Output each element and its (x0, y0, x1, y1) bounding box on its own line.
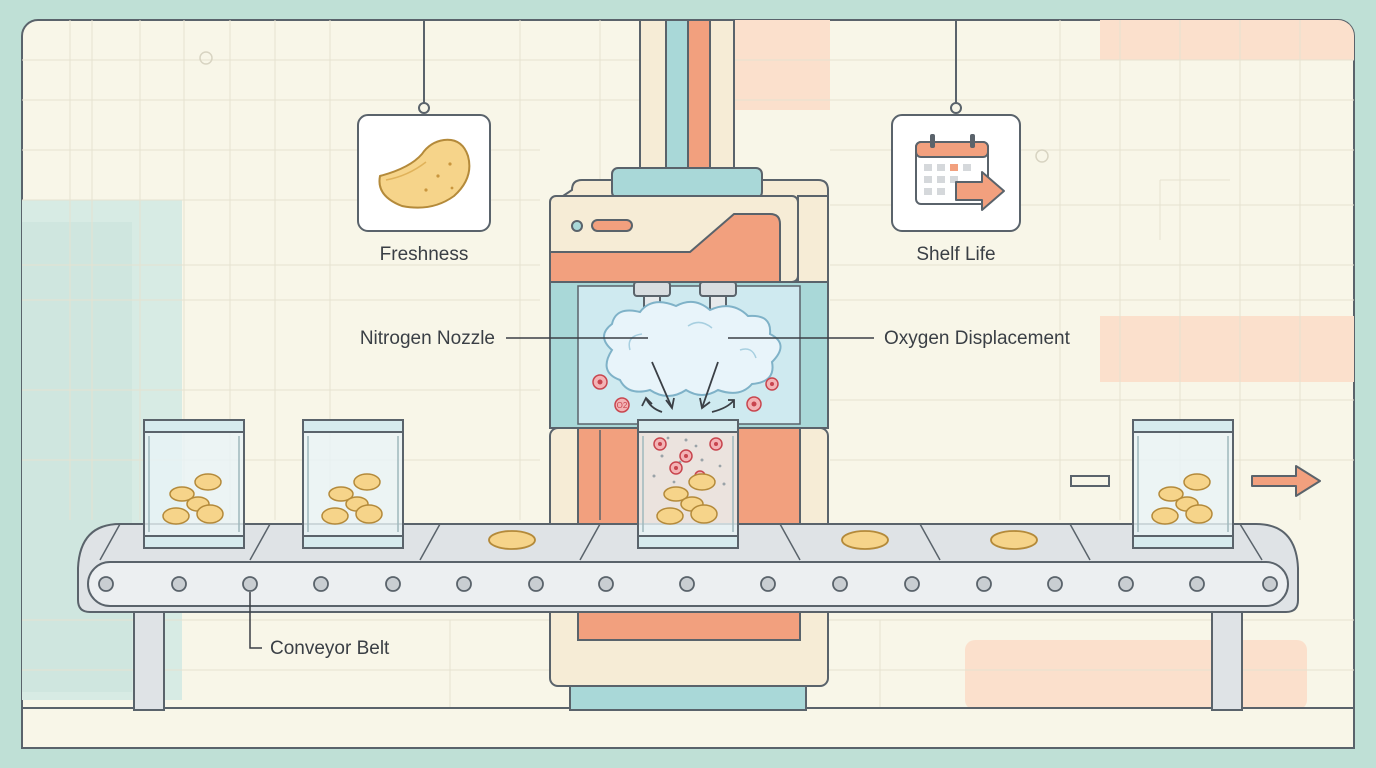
nitrogen-cloud (603, 300, 782, 397)
conveyor-leg-right (1211, 609, 1243, 711)
loose-chip (488, 530, 536, 550)
chip-bag (143, 419, 245, 549)
potato-chip-icon (378, 138, 471, 209)
calendar-arrow-icon (915, 134, 1005, 211)
oxygen-displacement-label: Oxygen Displacement (884, 328, 1071, 349)
chip-bag-filling (637, 419, 739, 549)
shelf-life-label: Shelf Life (916, 244, 995, 265)
conveyor-leg-left (133, 609, 165, 711)
freshness-label: Freshness (380, 244, 469, 265)
oxygen-molecules: O2 (592, 374, 779, 413)
exit-dash (1070, 475, 1110, 487)
arrow-right-icon (1251, 465, 1321, 497)
oxygen-molecule (592, 374, 608, 390)
supply-pipes (639, 19, 735, 181)
flow-arrows (641, 361, 735, 413)
chip-bag-sealed (1132, 419, 1234, 549)
nitrogen-nozzle-label: Nitrogen Nozzle (360, 328, 495, 349)
oxygen-molecule: O2 (614, 397, 630, 413)
loose-chip (990, 530, 1038, 550)
oxygen-label: O2 (617, 401, 628, 410)
shelf-life-card (891, 20, 1021, 232)
oxygen-molecule (765, 377, 779, 391)
oxygen-molecule (746, 396, 762, 412)
freshness-card (357, 20, 491, 232)
conveyor-belt-leader (249, 592, 262, 649)
loose-chips (488, 530, 1038, 550)
conveyor-belt-label: Conveyor Belt (270, 638, 390, 659)
loose-chip (841, 530, 889, 550)
chip-bag (302, 419, 404, 549)
floor (21, 707, 1355, 749)
